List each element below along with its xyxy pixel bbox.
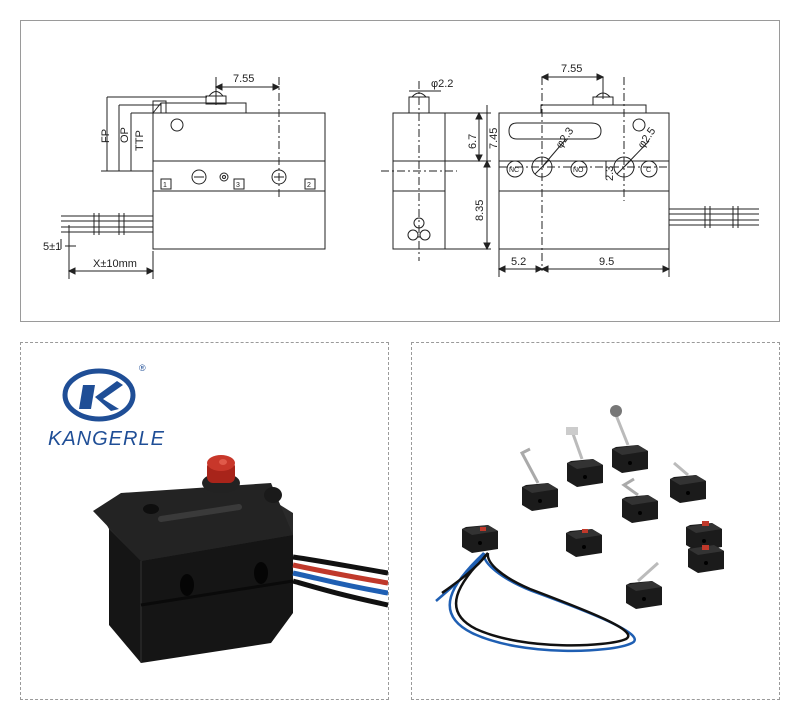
variant-plunger-1 <box>566 529 602 557</box>
variant-wired-switch <box>435 525 636 653</box>
terminal-label-no: NO <box>573 167 584 174</box>
variant-plunger-2 <box>686 521 722 551</box>
dim-rear-hole-spacing: 2.3 <box>604 166 616 181</box>
dim-side-plunger-dia: φ2.2 <box>431 78 453 90</box>
dim-side-height-upper: 6.7 <box>467 134 479 149</box>
front-view-lower-body <box>152 190 326 250</box>
registered-mark: ® <box>139 363 146 373</box>
terminal-label-c: C <box>646 167 651 174</box>
variant-roller-lever-3 <box>610 405 648 473</box>
terminal-label-3: 3 <box>236 182 240 189</box>
dim-ttp: TTP <box>134 130 146 151</box>
switch-product-image <box>93 455 388 663</box>
dim-rear-offset-left: 5.2 <box>511 256 526 268</box>
variant-roller-lever-2 <box>566 427 603 487</box>
product-variants-panel <box>411 342 780 700</box>
dim-rear-hole-dia-1: φ2.3 <box>554 125 577 150</box>
rear-view-terminal-band <box>498 160 670 192</box>
dim-fp: FP <box>100 129 112 143</box>
dim-op: OP <box>119 127 131 143</box>
front-view-upper-body <box>152 112 326 162</box>
switch-variants-image <box>435 405 724 653</box>
product-photo: ® <box>62 363 388 663</box>
brand-logo-icon <box>62 368 136 422</box>
rear-view-lower-body <box>498 190 670 250</box>
variant-short-lever <box>626 561 662 609</box>
terminal-label-nc: NC <box>509 167 519 174</box>
dim-wire-strip: 5±1 <box>43 241 61 253</box>
brand-name: KANGERLE <box>48 428 165 450</box>
variant-plunger-3 <box>688 545 724 573</box>
dim-front-top-width: 7.55 <box>233 73 254 85</box>
product-photo-panel: ® KANGERLE <box>20 342 389 700</box>
technical-drawing-panel: 7.55 FP OP TTP 5±1 X±10mm 1 3 2 φ2.2 6.7… <box>20 20 780 322</box>
dimension-drawing: 7.55 FP OP TTP 5±1 X±10mm 1 3 2 φ2.2 6.7… <box>43 63 759 279</box>
terminal-label-1: 1 <box>163 182 167 189</box>
dim-side-height-total: 7.45 <box>488 128 500 149</box>
dim-side-height-lower: 8.35 <box>474 200 486 221</box>
variant-roller-lever-1 <box>519 447 558 511</box>
terminal-label-2: 2 <box>307 182 311 189</box>
dim-rear-offset-span: 9.5 <box>599 256 614 268</box>
variant-lever-4 <box>621 477 658 523</box>
dim-rear-top-width: 7.55 <box>561 63 582 75</box>
dim-wire-length: X±10mm <box>93 258 137 270</box>
variant-lever-5 <box>670 461 706 503</box>
dim-rear-hole-dia-2: φ2.5 <box>636 125 659 150</box>
